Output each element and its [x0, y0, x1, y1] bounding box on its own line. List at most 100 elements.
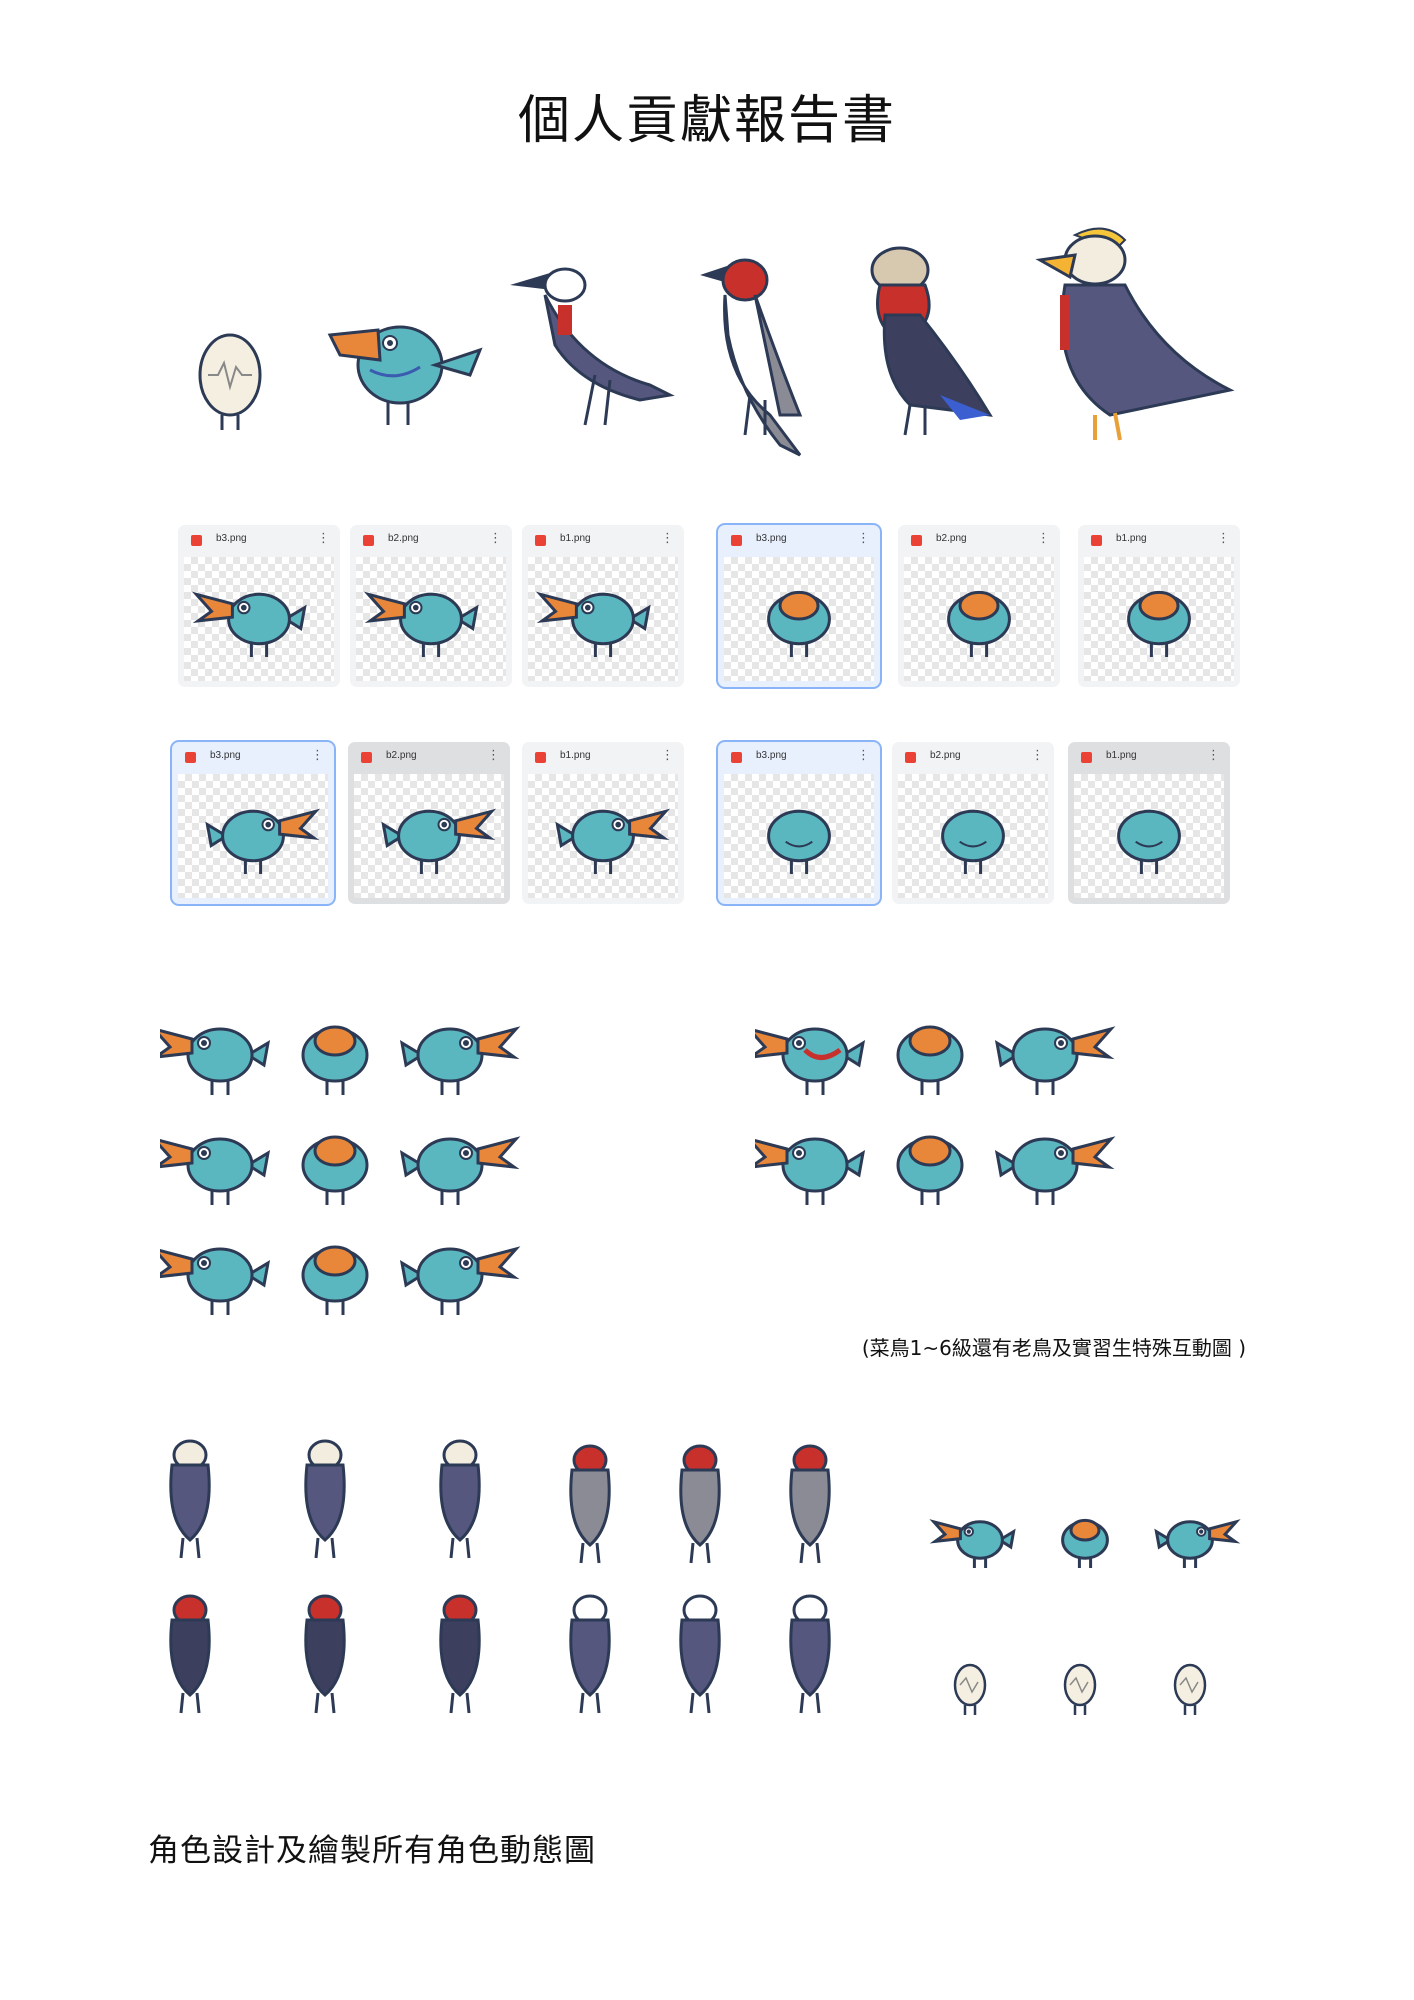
turnaround-teal	[1154, 1519, 1241, 1568]
bird-thumbnail	[1117, 809, 1181, 874]
bird-thumbnail	[767, 590, 831, 657]
teal-bird-pose-sheet-left	[160, 1025, 521, 1315]
pose-bird	[994, 1026, 1116, 1095]
image-file-icon	[905, 752, 916, 763]
pose-bird	[755, 1137, 866, 1205]
file-tile[interactable]: b3.png ⋮	[718, 525, 880, 687]
file-name: b1.png	[560, 750, 591, 761]
file-thumbnail[interactable]	[178, 774, 328, 898]
file-tile-header: b1.png ⋮	[1078, 525, 1240, 555]
file-tile-header: b2.png ⋮	[892, 742, 1054, 772]
file-tile[interactable]: b3.png ⋮	[172, 742, 334, 904]
file-tile-header: b2.png ⋮	[350, 525, 512, 555]
bird-thumbnail	[767, 809, 831, 874]
bird-thumbnail	[1127, 590, 1191, 657]
egg-character	[198, 333, 262, 430]
eagle-boss-character	[1035, 227, 1235, 441]
more-options-icon[interactable]: ⋮	[857, 748, 870, 763]
bird-thumbnail	[363, 591, 479, 657]
more-options-icon[interactable]: ⋮	[1037, 531, 1050, 546]
bird-thumbnail	[205, 808, 321, 874]
file-tile[interactable]: b2.png ⋮	[898, 525, 1060, 687]
more-options-icon[interactable]: ⋮	[311, 748, 324, 763]
file-name: b2.png	[936, 533, 967, 544]
file-tile[interactable]: b1.png ⋮	[1068, 742, 1230, 904]
file-thumbnail[interactable]	[1084, 557, 1234, 681]
pose-bird	[994, 1136, 1116, 1205]
image-file-icon	[1091, 535, 1102, 546]
pose-bird	[755, 1027, 866, 1095]
pose-bird	[160, 1247, 271, 1315]
more-options-icon[interactable]: ⋮	[1217, 531, 1230, 546]
character-evolution-illustration	[198, 227, 1235, 457]
pose-bird	[301, 1025, 369, 1095]
more-options-icon[interactable]: ⋮	[661, 531, 674, 546]
more-options-icon[interactable]: ⋮	[489, 531, 502, 546]
turnaround-teal	[1061, 1518, 1109, 1568]
file-name: b2.png	[930, 750, 961, 761]
more-options-icon[interactable]: ⋮	[857, 531, 870, 546]
teal-bird-pose-sheet-right	[755, 1025, 1116, 1205]
more-options-icon[interactable]: ⋮	[317, 531, 330, 546]
turnaround-bird	[789, 1444, 831, 1564]
file-tile[interactable]: b1.png ⋮	[522, 742, 684, 904]
file-tile-header: b1.png ⋮	[1068, 742, 1230, 772]
intern-bird-character	[510, 267, 675, 426]
file-name: b3.png	[216, 533, 247, 544]
turnaround-bird	[304, 1439, 346, 1559]
turnaround-bird	[569, 1444, 611, 1564]
file-name: b1.png	[1106, 750, 1137, 761]
turnaround-bird	[679, 1444, 721, 1564]
file-thumbnail[interactable]	[356, 557, 506, 681]
image-file-icon	[185, 752, 196, 763]
file-thumbnail[interactable]	[724, 774, 874, 898]
turnaround-bird	[439, 1439, 481, 1559]
image-file-icon	[361, 752, 372, 763]
file-name: b3.png	[210, 750, 241, 761]
file-tile[interactable]: b1.png ⋮	[1078, 525, 1240, 687]
image-file-icon	[535, 535, 546, 546]
more-options-icon[interactable]: ⋮	[661, 748, 674, 763]
image-file-icon	[911, 535, 922, 546]
parrot-bird-character	[870, 246, 993, 436]
file-tile-header: b3.png ⋮	[178, 525, 340, 555]
image-file-icon	[1081, 752, 1092, 763]
file-tile-header: b1.png ⋮	[522, 742, 684, 772]
file-thumbnail[interactable]	[528, 557, 678, 681]
turnaround-bird	[439, 1594, 481, 1714]
file-tile-header: b3.png ⋮	[172, 742, 334, 772]
file-tile-header: b2.png ⋮	[348, 742, 510, 772]
file-tile[interactable]: b3.png ⋮	[718, 742, 880, 904]
more-options-icon[interactable]: ⋮	[1207, 748, 1220, 763]
file-thumbnail[interactable]	[1074, 774, 1224, 898]
file-tile[interactable]: b2.png ⋮	[892, 742, 1054, 904]
pose-bird	[160, 1137, 271, 1205]
bird-thumbnail	[191, 591, 307, 657]
turnaround-egg	[1063, 1663, 1097, 1715]
image-file-icon	[731, 752, 742, 763]
file-thumbnail[interactable]	[184, 557, 334, 681]
pose-bird	[896, 1135, 964, 1205]
more-options-icon[interactable]: ⋮	[487, 748, 500, 763]
file-tile[interactable]: b3.png ⋮	[178, 525, 340, 687]
pose-bird	[301, 1135, 369, 1205]
file-tile-header: b3.png ⋮	[718, 742, 880, 772]
turnaround-bird	[304, 1594, 346, 1714]
file-name: b2.png	[386, 750, 417, 761]
file-tile[interactable]: b2.png ⋮	[350, 525, 512, 687]
turnaround-bird	[569, 1594, 611, 1714]
file-thumbnail[interactable]	[528, 774, 678, 898]
file-thumbnail[interactable]	[898, 774, 1048, 898]
more-options-icon[interactable]: ⋮	[1031, 748, 1044, 763]
file-name: b2.png	[388, 533, 419, 544]
turnaround-bird	[169, 1439, 211, 1559]
note-text: (菜鳥1~6級還有老鳥及實習生特殊互動圖 )	[861, 1336, 1246, 1360]
bird-thumbnail	[381, 808, 497, 874]
file-tile[interactable]: b1.png ⋮	[522, 525, 684, 687]
file-tile[interactable]: b2.png ⋮	[348, 742, 510, 904]
pose-bird	[399, 1136, 521, 1205]
file-thumbnail[interactable]	[724, 557, 874, 681]
file-thumbnail[interactable]	[904, 557, 1054, 681]
file-thumbnail[interactable]	[354, 774, 504, 898]
image-file-icon	[535, 752, 546, 763]
